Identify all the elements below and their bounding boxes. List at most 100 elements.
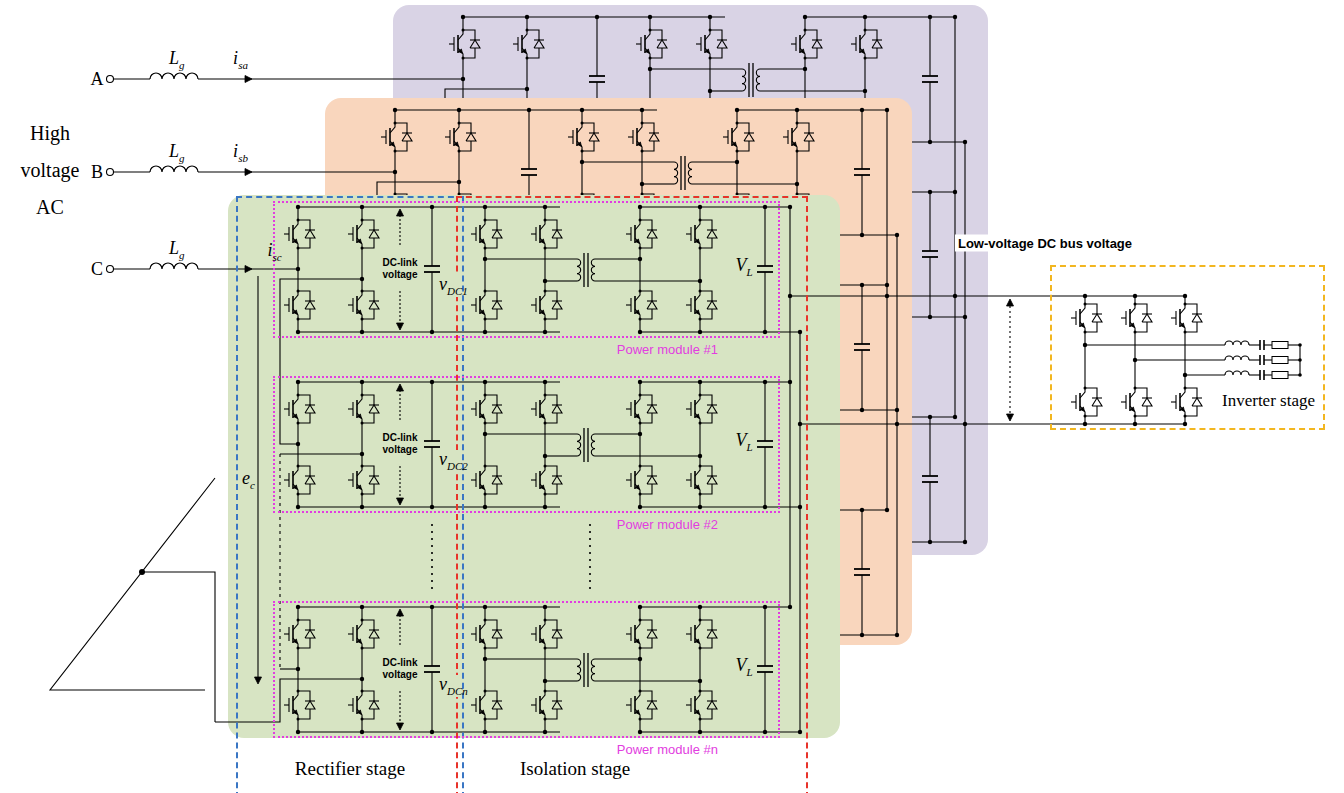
dc-rail: [640, 381, 790, 382]
igbt-emitter: [860, 48, 865, 64]
diode-bar: [707, 700, 717, 701]
junction-dot: [639, 318, 642, 321]
junction-dot: [699, 290, 702, 293]
emitter-arrow: [732, 142, 736, 146]
igbt-gate-lead: [284, 479, 289, 480]
diode-lead: [463, 48, 475, 58]
diode-lead: [650, 48, 662, 58]
diode-bar: [492, 300, 502, 301]
igbt-symbol: [686, 460, 717, 500]
igbt-channel: [479, 696, 481, 714]
junction-dot: [708, 15, 712, 19]
arrowhead: [397, 723, 404, 730]
junction-dot: [361, 219, 364, 222]
diode-lead: [640, 309, 652, 319]
igbt-symbol: [626, 389, 657, 429]
igbt-gate-lead: [626, 479, 631, 480]
emitter-arrow: [540, 710, 544, 714]
diode-bar: [466, 132, 476, 133]
igbt-channel: [539, 696, 541, 714]
igbt-channel: [636, 128, 638, 146]
igbt-channel: [694, 296, 696, 314]
wire: [431, 672, 432, 732]
igbt-symbol: [471, 389, 502, 429]
junction-dot: [484, 619, 487, 622]
diode-lead: [485, 484, 497, 494]
diode-lead: [298, 309, 310, 319]
wire: [764, 607, 765, 666]
diode-symbol: [647, 405, 657, 413]
igbt-gate-lead: [348, 633, 353, 634]
capacitor-plate: [424, 665, 440, 667]
junction-dot: [638, 380, 642, 384]
igbt-symbol: [513, 24, 544, 64]
igbt-channel: [859, 35, 861, 53]
junction-dot: [296, 605, 300, 609]
diode-symbol: [402, 133, 412, 141]
igbt-emitter: [458, 48, 463, 64]
wire: [929, 17, 930, 76]
igbt-gate-lead: [348, 704, 353, 705]
igbt-emitter: [705, 48, 710, 64]
wire: [764, 672, 765, 732]
transformer-core: [587, 428, 588, 462]
igbt-emitter: [480, 309, 485, 325]
transformer-core: [587, 253, 588, 287]
capacitor-plate: [854, 343, 870, 345]
junction-dot: [860, 108, 864, 112]
junction-dot: [296, 730, 300, 734]
wire: [861, 510, 862, 569]
diode-symbol: [707, 230, 717, 238]
diode-bar: [369, 229, 379, 230]
diode-symbol: [647, 701, 657, 709]
junction-dot: [361, 718, 364, 721]
junction-dot: [394, 122, 397, 125]
voltage-arrow: [399, 466, 400, 499]
igbt-emitter: [695, 484, 700, 500]
wire: [764, 272, 765, 332]
igbt-channel: [479, 225, 481, 243]
diode-bar: [707, 629, 717, 630]
igbt-symbol: [284, 285, 315, 325]
diode-lead: [485, 709, 497, 719]
diode-lead: [700, 220, 712, 230]
junction-dot: [483, 505, 487, 509]
igbt-symbol: [284, 460, 315, 500]
junction-dot: [544, 619, 547, 622]
igbt-emitter: [540, 709, 545, 725]
igbt-channel: [634, 471, 636, 489]
igbt-emitter: [293, 309, 298, 325]
wire: [431, 607, 432, 666]
junction-dot: [699, 718, 702, 721]
junction-dot: [641, 150, 644, 153]
wire: [929, 417, 930, 476]
junction-dot: [297, 690, 300, 693]
emitter-arrow: [480, 414, 484, 418]
diode-lead: [797, 141, 809, 151]
junction-dot: [543, 330, 547, 334]
voltage-arrow: [399, 215, 400, 247]
junction-dot: [928, 415, 932, 419]
diode-symbol: [305, 630, 315, 638]
diode-lead: [395, 141, 407, 151]
diode-lead: [395, 123, 407, 133]
emitter-arrow: [293, 710, 297, 714]
junction-dot: [804, 57, 807, 60]
dc-rail: [298, 731, 560, 732]
igbt-channel: [479, 400, 481, 418]
emitter-arrow: [540, 310, 544, 314]
junction-dot: [544, 690, 547, 693]
diode-lead: [710, 30, 722, 40]
junction-dot: [296, 205, 300, 209]
junction-dot: [763, 380, 767, 384]
voltage-arrow: [399, 691, 400, 724]
diode-bar: [369, 300, 379, 301]
igbt-channel: [731, 128, 733, 146]
diode-symbol: [552, 476, 562, 484]
wire: [929, 482, 930, 542]
junction-dot: [803, 15, 807, 19]
emitter-arrow: [635, 414, 639, 418]
diode-bar: [657, 39, 667, 40]
dc-rail: [463, 16, 725, 17]
